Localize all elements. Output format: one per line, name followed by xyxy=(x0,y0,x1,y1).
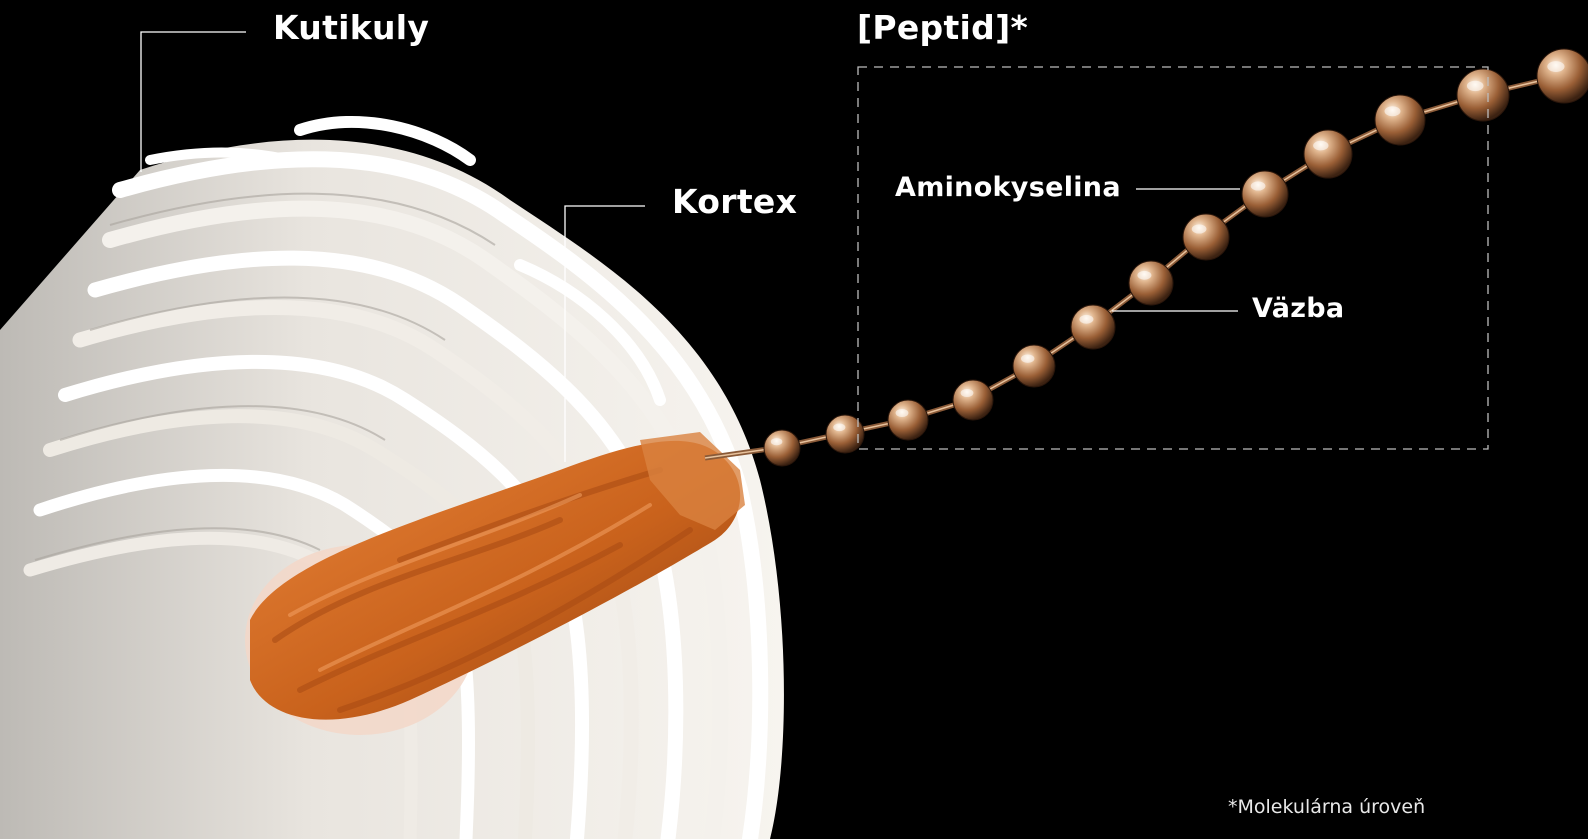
amino-acid-bead xyxy=(764,430,800,466)
amino-acid-bead xyxy=(1071,305,1115,349)
amino-acid-bead xyxy=(1183,214,1229,260)
peptide-chain xyxy=(705,49,1588,466)
amino-acid-bead xyxy=(1129,261,1173,305)
cuticle-label: Kutikuly xyxy=(273,8,429,47)
bead-highlight xyxy=(771,438,783,445)
molecular-level-footnote: *Molekulárna úroveň xyxy=(1228,796,1425,818)
amino-acid-bead xyxy=(1304,130,1352,178)
bead-highlight xyxy=(1192,224,1207,233)
amino-acid-bead xyxy=(888,400,928,440)
bead-highlight xyxy=(1467,81,1484,91)
cortex-label: Kortex xyxy=(672,182,797,221)
amino-acid-bead xyxy=(953,380,993,420)
bead-highlight xyxy=(1313,141,1328,151)
bead-highlight xyxy=(833,424,845,432)
bead-highlight xyxy=(1137,271,1151,280)
bond-label: Väzba xyxy=(1252,293,1344,324)
amino-acid-bead xyxy=(1537,49,1588,103)
bead-highlight xyxy=(1021,354,1034,362)
bead-highlight xyxy=(1079,315,1093,324)
bead-highlight xyxy=(1251,181,1266,190)
bead-highlight xyxy=(1547,61,1564,72)
peptide-label: [Peptid]* xyxy=(857,8,1028,47)
bead-highlight xyxy=(961,389,974,397)
amino-acid-bead xyxy=(1457,69,1509,121)
amino-acid-label: Aminokyselina xyxy=(895,172,1121,203)
bead-highlight xyxy=(896,409,909,417)
bead-highlight xyxy=(1385,106,1401,116)
amino-acid-bead xyxy=(1242,171,1288,217)
amino-acid-bead xyxy=(1375,95,1425,145)
amino-acid-bead xyxy=(1013,345,1055,387)
